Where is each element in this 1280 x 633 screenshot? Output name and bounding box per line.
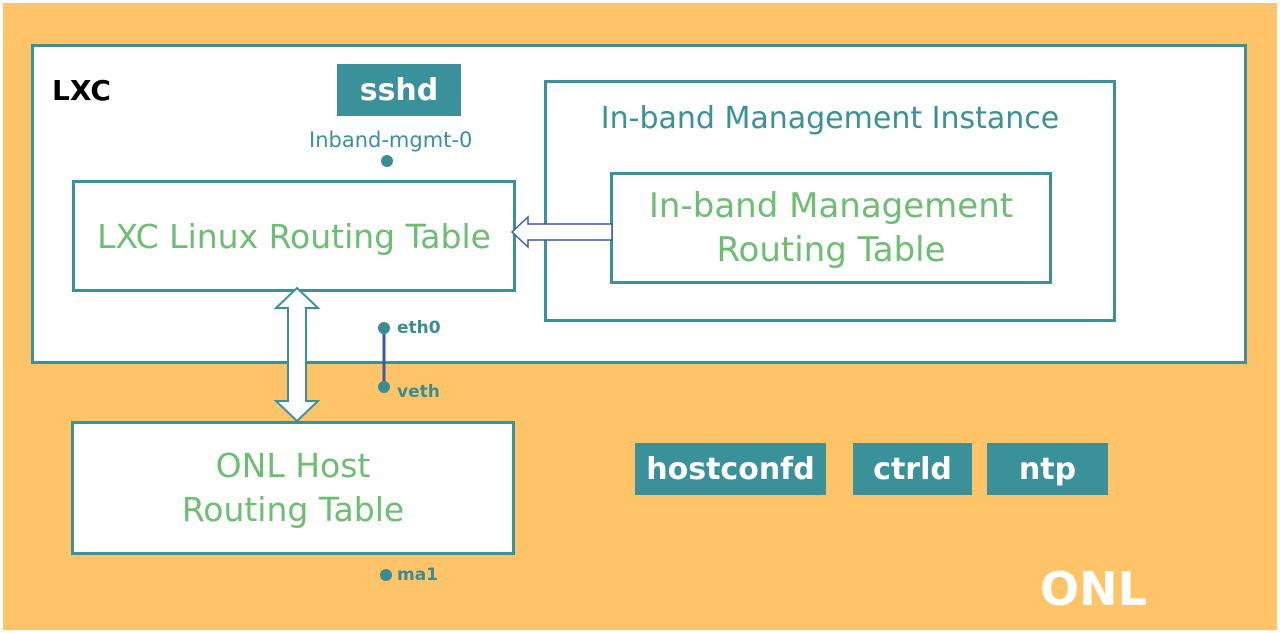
lxc-label: LXC <box>52 74 111 107</box>
ma1-interface-dot <box>380 569 392 581</box>
inband-routing-table-line2: Routing Table <box>716 230 946 270</box>
ma1-interface-label: ma1 <box>397 565 439 585</box>
inband-routing-table-line1: In-band Management <box>648 186 1014 226</box>
inband-management-routing-table: In-band Management Routing Table <box>610 172 1052 284</box>
onl-host-routing-table-line1: ONL Host <box>215 446 371 485</box>
eth0-interface-dot <box>378 322 390 334</box>
hostconfd-service: hostconfd <box>635 443 826 495</box>
route-export-arrow <box>510 215 613 249</box>
lxc-routing-table-label: LXC Linux Routing Table <box>97 216 491 256</box>
eth0-interface-label: eth0 <box>397 318 441 338</box>
route-sync-double-arrow <box>273 286 321 423</box>
inband-management-instance-label: In-band Management Instance <box>600 101 1060 136</box>
ntp-service: ntp <box>987 443 1108 495</box>
lxc-routing-table: LXC Linux Routing Table <box>72 180 516 292</box>
onl-host-routing-table-line2: Routing Table <box>181 490 405 529</box>
veth-interface-label: veth <box>397 382 440 402</box>
veth-interface-dot <box>378 381 390 393</box>
sshd-service: sshd <box>337 64 461 116</box>
ctrld-service: ctrld <box>853 443 972 495</box>
onl-label: ONL <box>1040 562 1147 616</box>
onl-host-routing-table: ONL Host Routing Table <box>71 421 515 555</box>
inband-mgmt-interface-label: Inband-mgmt-0 <box>309 128 473 152</box>
inband-mgmt-interface-dot <box>381 155 393 167</box>
